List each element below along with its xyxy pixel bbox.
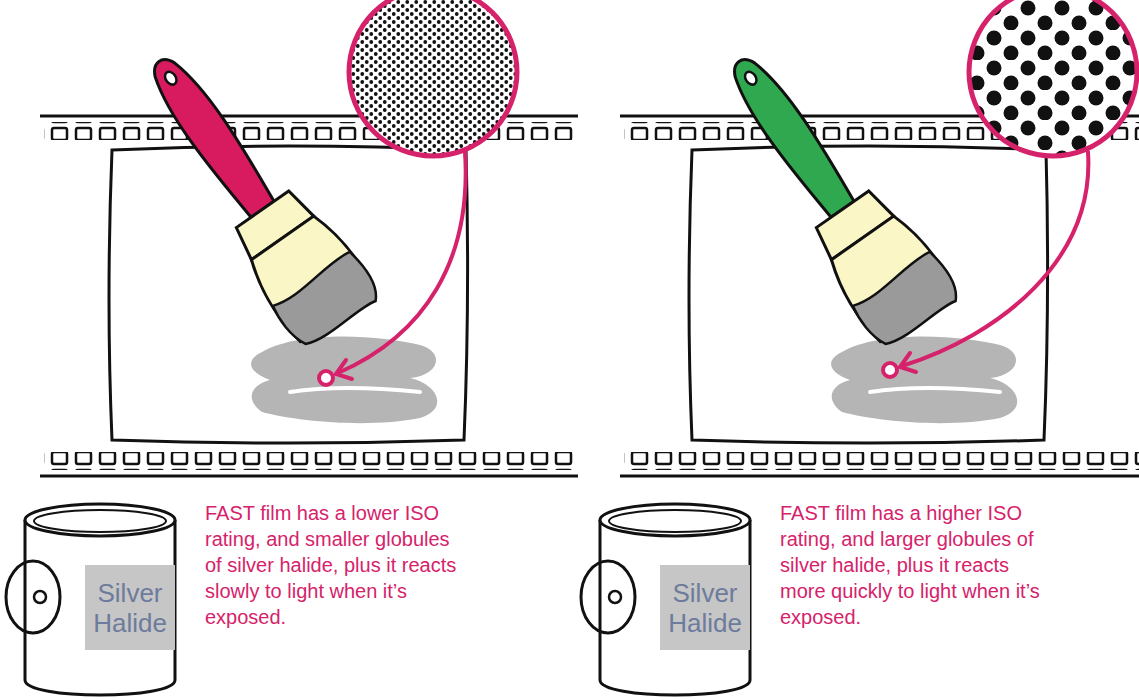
leader-line xyxy=(902,152,1088,366)
leader-arrowhead xyxy=(336,360,352,379)
film-edge xyxy=(40,475,578,478)
caption-note: FAST film has a lower ISO rating, and sm… xyxy=(205,500,467,630)
magnifier-leader xyxy=(319,152,466,385)
leader-line xyxy=(338,152,466,373)
can-handle xyxy=(6,561,60,633)
leader-arrowhead xyxy=(900,353,916,372)
handle-rivet xyxy=(609,591,621,603)
can-lid xyxy=(34,510,166,532)
sprocket-holes xyxy=(44,452,574,470)
film-edge xyxy=(620,475,1139,478)
paint-smear xyxy=(831,336,1017,423)
can-rim xyxy=(600,504,750,536)
magnifier-back xyxy=(969,0,1137,156)
magnifier-back xyxy=(349,0,517,156)
paint-brush xyxy=(119,33,384,352)
can-lid xyxy=(609,510,741,532)
film-frame xyxy=(689,146,1048,443)
paint-smear-group xyxy=(831,336,1017,423)
magnifier-leader xyxy=(883,152,1088,377)
can-rim xyxy=(25,504,175,536)
sprocket-holes xyxy=(624,452,1139,470)
brush-handle xyxy=(723,50,859,221)
paint-tip xyxy=(851,250,964,352)
can-handle xyxy=(581,561,635,633)
paint-smear xyxy=(251,336,437,423)
leader-target xyxy=(319,371,333,385)
paint-tip xyxy=(271,250,384,352)
handle-hole xyxy=(743,70,759,87)
film-strip xyxy=(620,116,1139,476)
paint-can xyxy=(581,504,750,695)
label-text: Silver Halide xyxy=(85,578,175,638)
label-text: Silver Halide xyxy=(660,578,750,638)
paint-can xyxy=(6,504,175,695)
paint-brush xyxy=(699,33,964,352)
handle-rivet xyxy=(34,591,46,603)
film-frame xyxy=(109,146,468,443)
paint-highlight xyxy=(870,388,1000,392)
small-grain-magnifier xyxy=(349,0,517,156)
paint-highlight xyxy=(290,388,420,392)
can-body xyxy=(25,520,175,695)
caption-note: FAST film has a higher ISO rating, and l… xyxy=(780,500,1042,630)
can-label: Silver Halide xyxy=(85,565,175,650)
film-strip xyxy=(40,116,578,476)
large-grain-magnifier xyxy=(969,0,1137,156)
can-label: Silver Halide xyxy=(660,565,750,650)
leader-target xyxy=(883,363,897,377)
handle-hole xyxy=(163,70,179,87)
brush-handle xyxy=(143,50,279,221)
can-body xyxy=(600,520,750,695)
